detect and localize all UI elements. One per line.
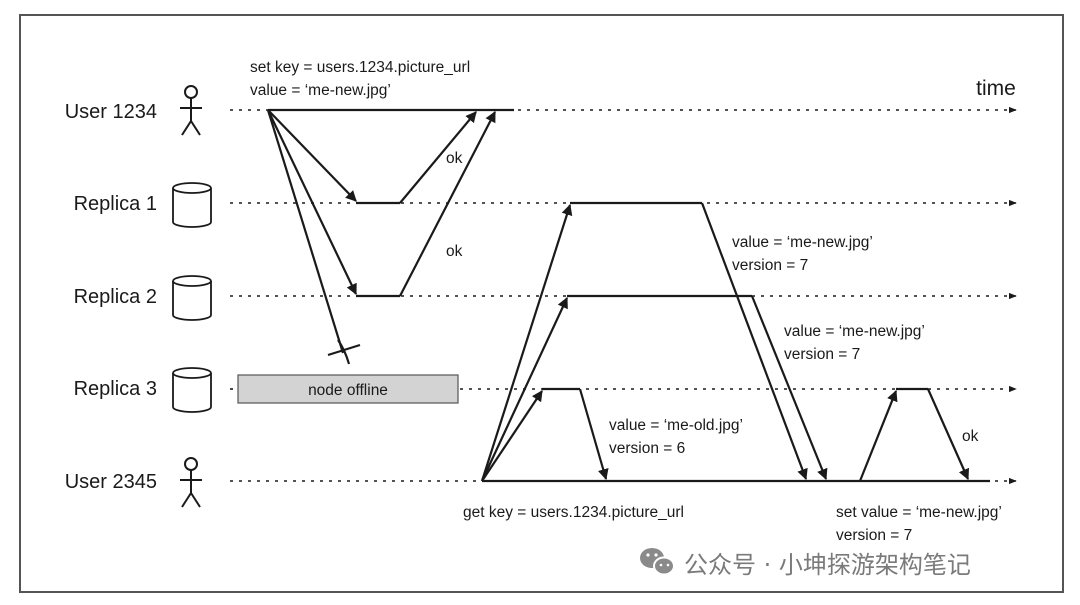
read-arrow-to-replica-1 bbox=[480, 203, 573, 482]
actor-user-1234: User 1234 bbox=[65, 101, 157, 123]
ack-label-replica-2: ok bbox=[446, 243, 463, 260]
read-repair-ack-arrow bbox=[926, 388, 970, 481]
ack-arrow-replica-2 bbox=[399, 111, 496, 297]
read-repair-value: set value = ‘me-new.jpg’ bbox=[836, 504, 1002, 521]
read-request-label: get key = users.1234.picture_url bbox=[463, 504, 684, 521]
user-1234-person-icon bbox=[180, 85, 202, 136]
node-offline-label: node offline bbox=[308, 382, 388, 399]
response-arrow-replica-3 bbox=[578, 388, 609, 481]
replica-3-database-icon bbox=[172, 367, 212, 413]
read-arrow-to-replica-3 bbox=[481, 390, 543, 482]
actor-user-2345: User 2345 bbox=[65, 471, 157, 493]
write-request-value: value = ‘me-new.jpg’ bbox=[250, 82, 391, 99]
read-arrow-to-replica-2 bbox=[481, 297, 568, 482]
replica-2-database-icon bbox=[172, 275, 212, 321]
ack-label-read-repair: ok bbox=[962, 428, 979, 445]
message-lost-x-icon bbox=[327, 339, 361, 365]
user-2345-person-icon bbox=[180, 457, 202, 508]
actor-replica-1: Replica 1 bbox=[74, 193, 157, 215]
wechat-logo-icon bbox=[640, 548, 675, 576]
write-arrow-to-replica-3-lost bbox=[266, 109, 345, 354]
watermark-text: 公众号 · 小坤探游架构笔记 bbox=[684, 551, 971, 579]
response-arrow-replica-1 bbox=[700, 202, 808, 481]
actor-replica-2: Replica 2 bbox=[74, 286, 157, 308]
response-replica-3-value: value = ‘me-old.jpg’ bbox=[609, 417, 743, 434]
time-axis-label: time bbox=[976, 77, 1016, 100]
actor-replica-3: Replica 3 bbox=[74, 378, 157, 400]
node-offline-box bbox=[237, 374, 459, 404]
write-arrow-to-replica-2 bbox=[267, 109, 357, 295]
write-request-key: set key = users.1234.picture_url bbox=[250, 59, 470, 76]
ack-label-replica-1: ok bbox=[446, 150, 463, 167]
response-replica-3-version: version = 6 bbox=[609, 440, 685, 457]
response-replica-1-version: version = 7 bbox=[732, 257, 808, 274]
ack-arrow-replica-1 bbox=[399, 111, 477, 204]
response-replica-2-value: value = ‘me-new.jpg’ bbox=[784, 323, 925, 340]
replica-1-database-icon bbox=[172, 182, 212, 228]
response-replica-1-value: value = ‘me-new.jpg’ bbox=[732, 234, 873, 251]
read-repair-arrow bbox=[858, 389, 898, 482]
response-replica-2-version: version = 7 bbox=[784, 346, 860, 363]
read-repair-version: version = 7 bbox=[836, 527, 912, 544]
write-arrow-to-replica-1 bbox=[267, 109, 357, 202]
response-arrow-replica-2 bbox=[750, 295, 828, 481]
